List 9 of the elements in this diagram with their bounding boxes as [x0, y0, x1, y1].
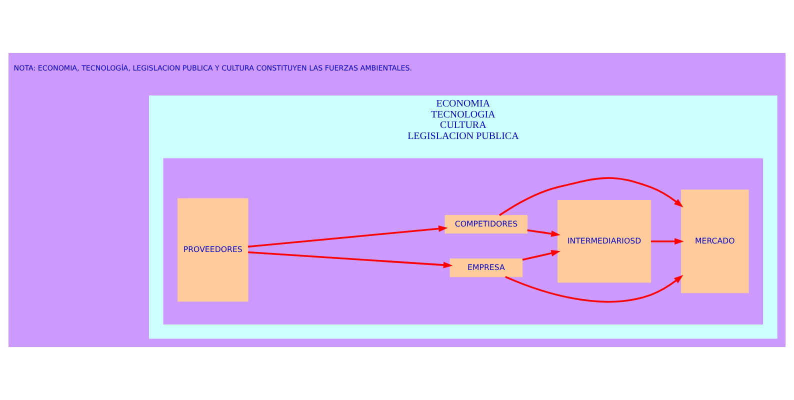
arrow	[527, 229, 560, 237]
arrow	[505, 274, 684, 303]
arrow	[522, 250, 560, 261]
arrow	[651, 238, 684, 245]
arrow	[499, 177, 684, 216]
cluster	[163, 158, 764, 325]
arrow	[248, 251, 453, 268]
arrow	[248, 225, 448, 248]
label: NOTA: ECONOMIA, TECNOLOGÍA, LEGISLACION PUBLICA Y CULTURA CONSTITUYEN LAS FUERZAS AMBIENTALES.	[14, 63, 412, 72]
